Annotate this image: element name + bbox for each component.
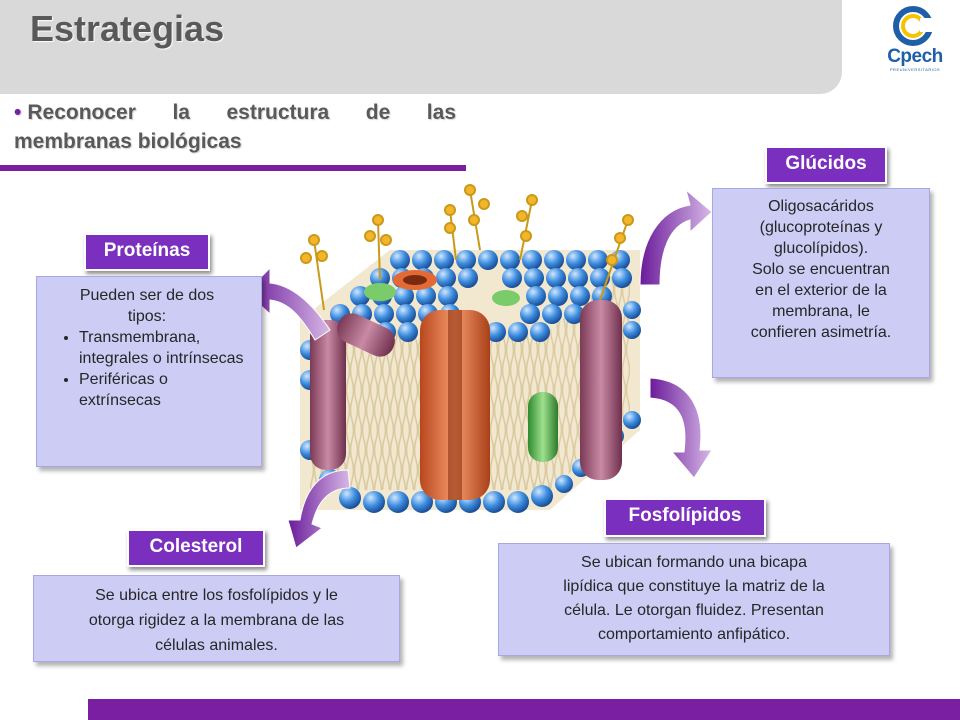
label-proteinas: Proteínas: [84, 233, 210, 271]
glucidos-line: en el exterior de la: [755, 282, 887, 299]
divider-line: [0, 165, 466, 171]
box-proteinas: Pueden ser de dos tipos: Transmembrana, …: [36, 276, 262, 467]
bullet-icon: •: [14, 101, 22, 124]
label-fosfolipidos: Fosfolípidos: [604, 498, 766, 537]
proteinas-list-item: Periféricas o extrínsecas: [79, 369, 253, 411]
proteinas-list-item: Transmembrana, integrales o intrínsecas: [79, 327, 253, 369]
objective-text: Reconocer la estructura de las membranas…: [14, 101, 456, 153]
box-glucidos: Oligosacáridos (glucoproteínas y glucolí…: [712, 188, 930, 378]
proteinas-list: Transmembrana, integrales o intrínsecas …: [41, 327, 253, 411]
objective-bullet: •Reconocer la estructura de las membrana…: [14, 98, 456, 156]
proteinas-intro-line: tipos:: [127, 308, 167, 325]
colesterol-line: otorga rigidez a la membrana de las: [88, 612, 345, 629]
footer-bar: [88, 699, 960, 720]
proteinas-intro-line: Pueden ser de dos: [79, 287, 215, 304]
fosfolipidos-line: célula. Le otorgan fluidez. Presentan: [564, 602, 824, 619]
glucidos-line: glucolípidos).: [773, 240, 869, 257]
fosfolipidos-line: lipídica que constituye la matriz de la: [563, 578, 825, 595]
cpech-logo: Cpech PREUNIVERSITARIOS: [880, 6, 950, 72]
glucidos-line: confieren asimetría.: [750, 324, 892, 341]
fosfolipidos-line: comportamiento anfipático.: [597, 626, 791, 643]
logo-ring-gap: [920, 18, 936, 32]
fosfolipidos-line: Se ubican formando una bicapa: [581, 554, 807, 571]
glucidos-line: Oligosacáridos: [768, 198, 874, 215]
glucidos-line: Solo se encuentran: [752, 261, 890, 278]
label-glucidos: Glúcidos: [765, 146, 887, 184]
colesterol-line: Se ubica entre los fosfolípidos y le: [95, 587, 338, 604]
glucidos-line: (glucoproteínas y: [759, 219, 883, 236]
box-fosfolipidos: Se ubican formando una bicapa lipídica q…: [498, 543, 890, 656]
glucidos-line: membrana, le: [772, 303, 870, 320]
cell-membrane-illustration: [300, 184, 641, 513]
label-colesterol: Colesterol: [127, 529, 265, 567]
box-colesterol: Se ubica entre los fosfolípidos y le oto…: [33, 575, 400, 662]
title-bar: [0, 0, 842, 94]
colesterol-line: células animales.: [155, 637, 278, 654]
page-title: Estrategias: [30, 8, 225, 49]
logo-subtitle-text: PREUNIVERSITARIOS: [889, 67, 941, 72]
logo-brand-text: Cpech: [887, 46, 943, 67]
